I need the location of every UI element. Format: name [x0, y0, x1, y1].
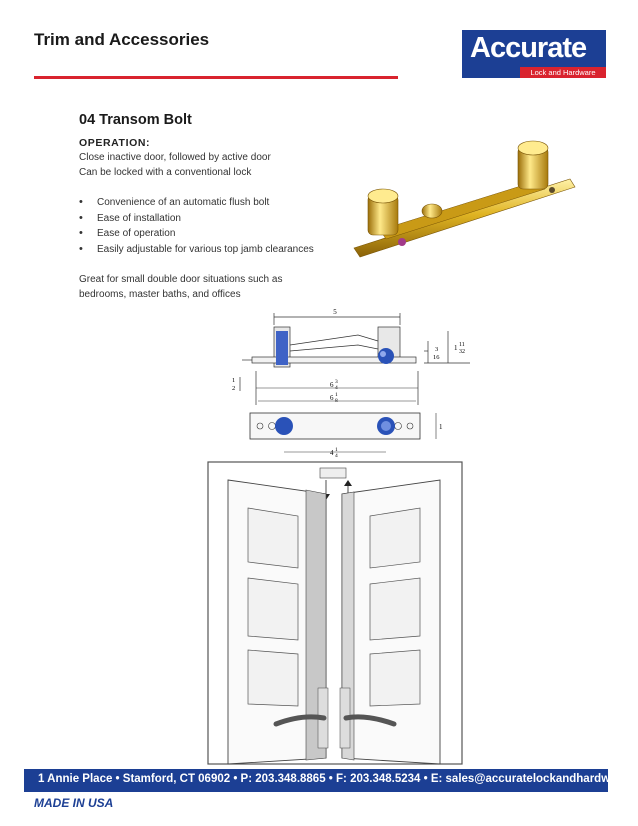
operation-line: Can be locked with a conventional lock: [79, 167, 252, 178]
dim-6-1-8-num: 1: [335, 392, 338, 398]
header-divider: [34, 76, 398, 79]
dim-1-11-32-whole: 1: [454, 344, 458, 352]
double-door-illustration: [207, 461, 463, 765]
dim-1-11-32-den: 32: [459, 349, 465, 355]
dim-4-1-4-num: 1: [335, 447, 338, 453]
side-view-drawing: 5 3 16 1 11 32 1 2 6 3 4 6 1 8: [232, 308, 470, 405]
operation-line: Close inactive door, followed by active …: [79, 152, 271, 163]
dim-4-1-4-whole: 4: [330, 449, 334, 457]
note-line: bedrooms, master baths, and offices: [79, 289, 241, 300]
logo-tagline: Lock and Hardware: [520, 67, 606, 78]
dim-half-den: 2: [232, 385, 235, 392]
face-plate-drawing: 1 4 1 4: [249, 412, 443, 459]
feature-item: Easily adjustable for various top jamb c…: [79, 243, 314, 260]
product-title: 04 Transom Bolt: [79, 112, 192, 128]
note-line: Great for small double door situations s…: [79, 274, 283, 285]
feature-item: Ease of operation: [79, 227, 314, 244]
feature-item: Ease of installation: [79, 212, 314, 229]
feature-item: Convenience of an automatic flush bolt: [79, 196, 314, 213]
operation-label: OPERATION:: [79, 137, 151, 149]
dim-3-16-num: 3: [435, 346, 438, 353]
dim-6-1-8-whole: 6: [330, 394, 334, 402]
dim-5: 5: [333, 308, 337, 316]
dim-1-11-32-num: 11: [459, 342, 465, 348]
dim-4-1-4-den: 4: [335, 453, 338, 459]
dim-3-16-den: 16: [433, 354, 440, 361]
dim-1: 1: [439, 423, 443, 431]
transom-bolt-photo: [353, 140, 576, 258]
dim-6-1-8-den: 8: [335, 398, 338, 404]
dim-half-num: 1: [232, 377, 235, 384]
logo-brand: Accurate: [470, 32, 587, 64]
footer-contact: 1 Annie Place • Stamford, CT 06902 • P: …: [38, 773, 638, 785]
accurate-logo: Accurate Lock and Hardware: [462, 30, 606, 78]
dim-6-3-4-whole: 6: [330, 381, 334, 389]
dim-6-3-4-den: 4: [335, 385, 338, 391]
made-in-usa: MADE IN USA: [34, 796, 114, 810]
footer-contact-bar: 1 Annie Place • Stamford, CT 06902 • P: …: [24, 769, 638, 792]
feature-list: Convenience of an automatic flush bolt E…: [79, 196, 314, 260]
dim-6-3-4-num: 3: [335, 379, 338, 385]
section-title: Trim and Accessories: [34, 30, 210, 49]
